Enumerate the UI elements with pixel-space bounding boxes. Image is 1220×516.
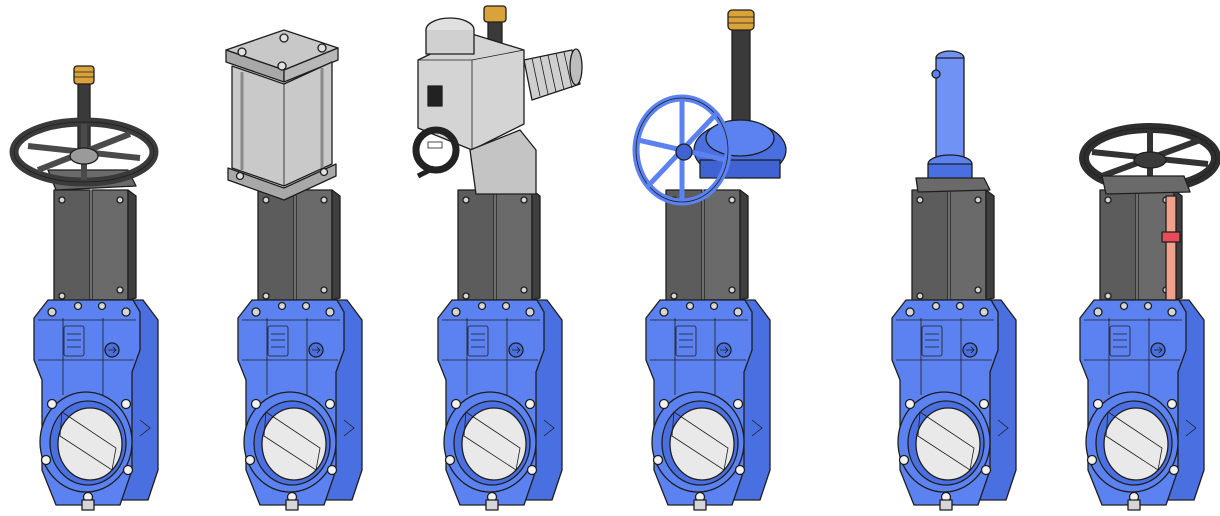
valve-pneumatic-cylinder [225,29,363,511]
valve-lever-cylinder [891,50,1017,511]
valve-handwheel-indicator [1079,123,1220,511]
valve-electric-actuator [412,5,583,511]
valve-bevel-gear-handwheel [632,9,787,511]
valve-handwheel [9,65,159,511]
